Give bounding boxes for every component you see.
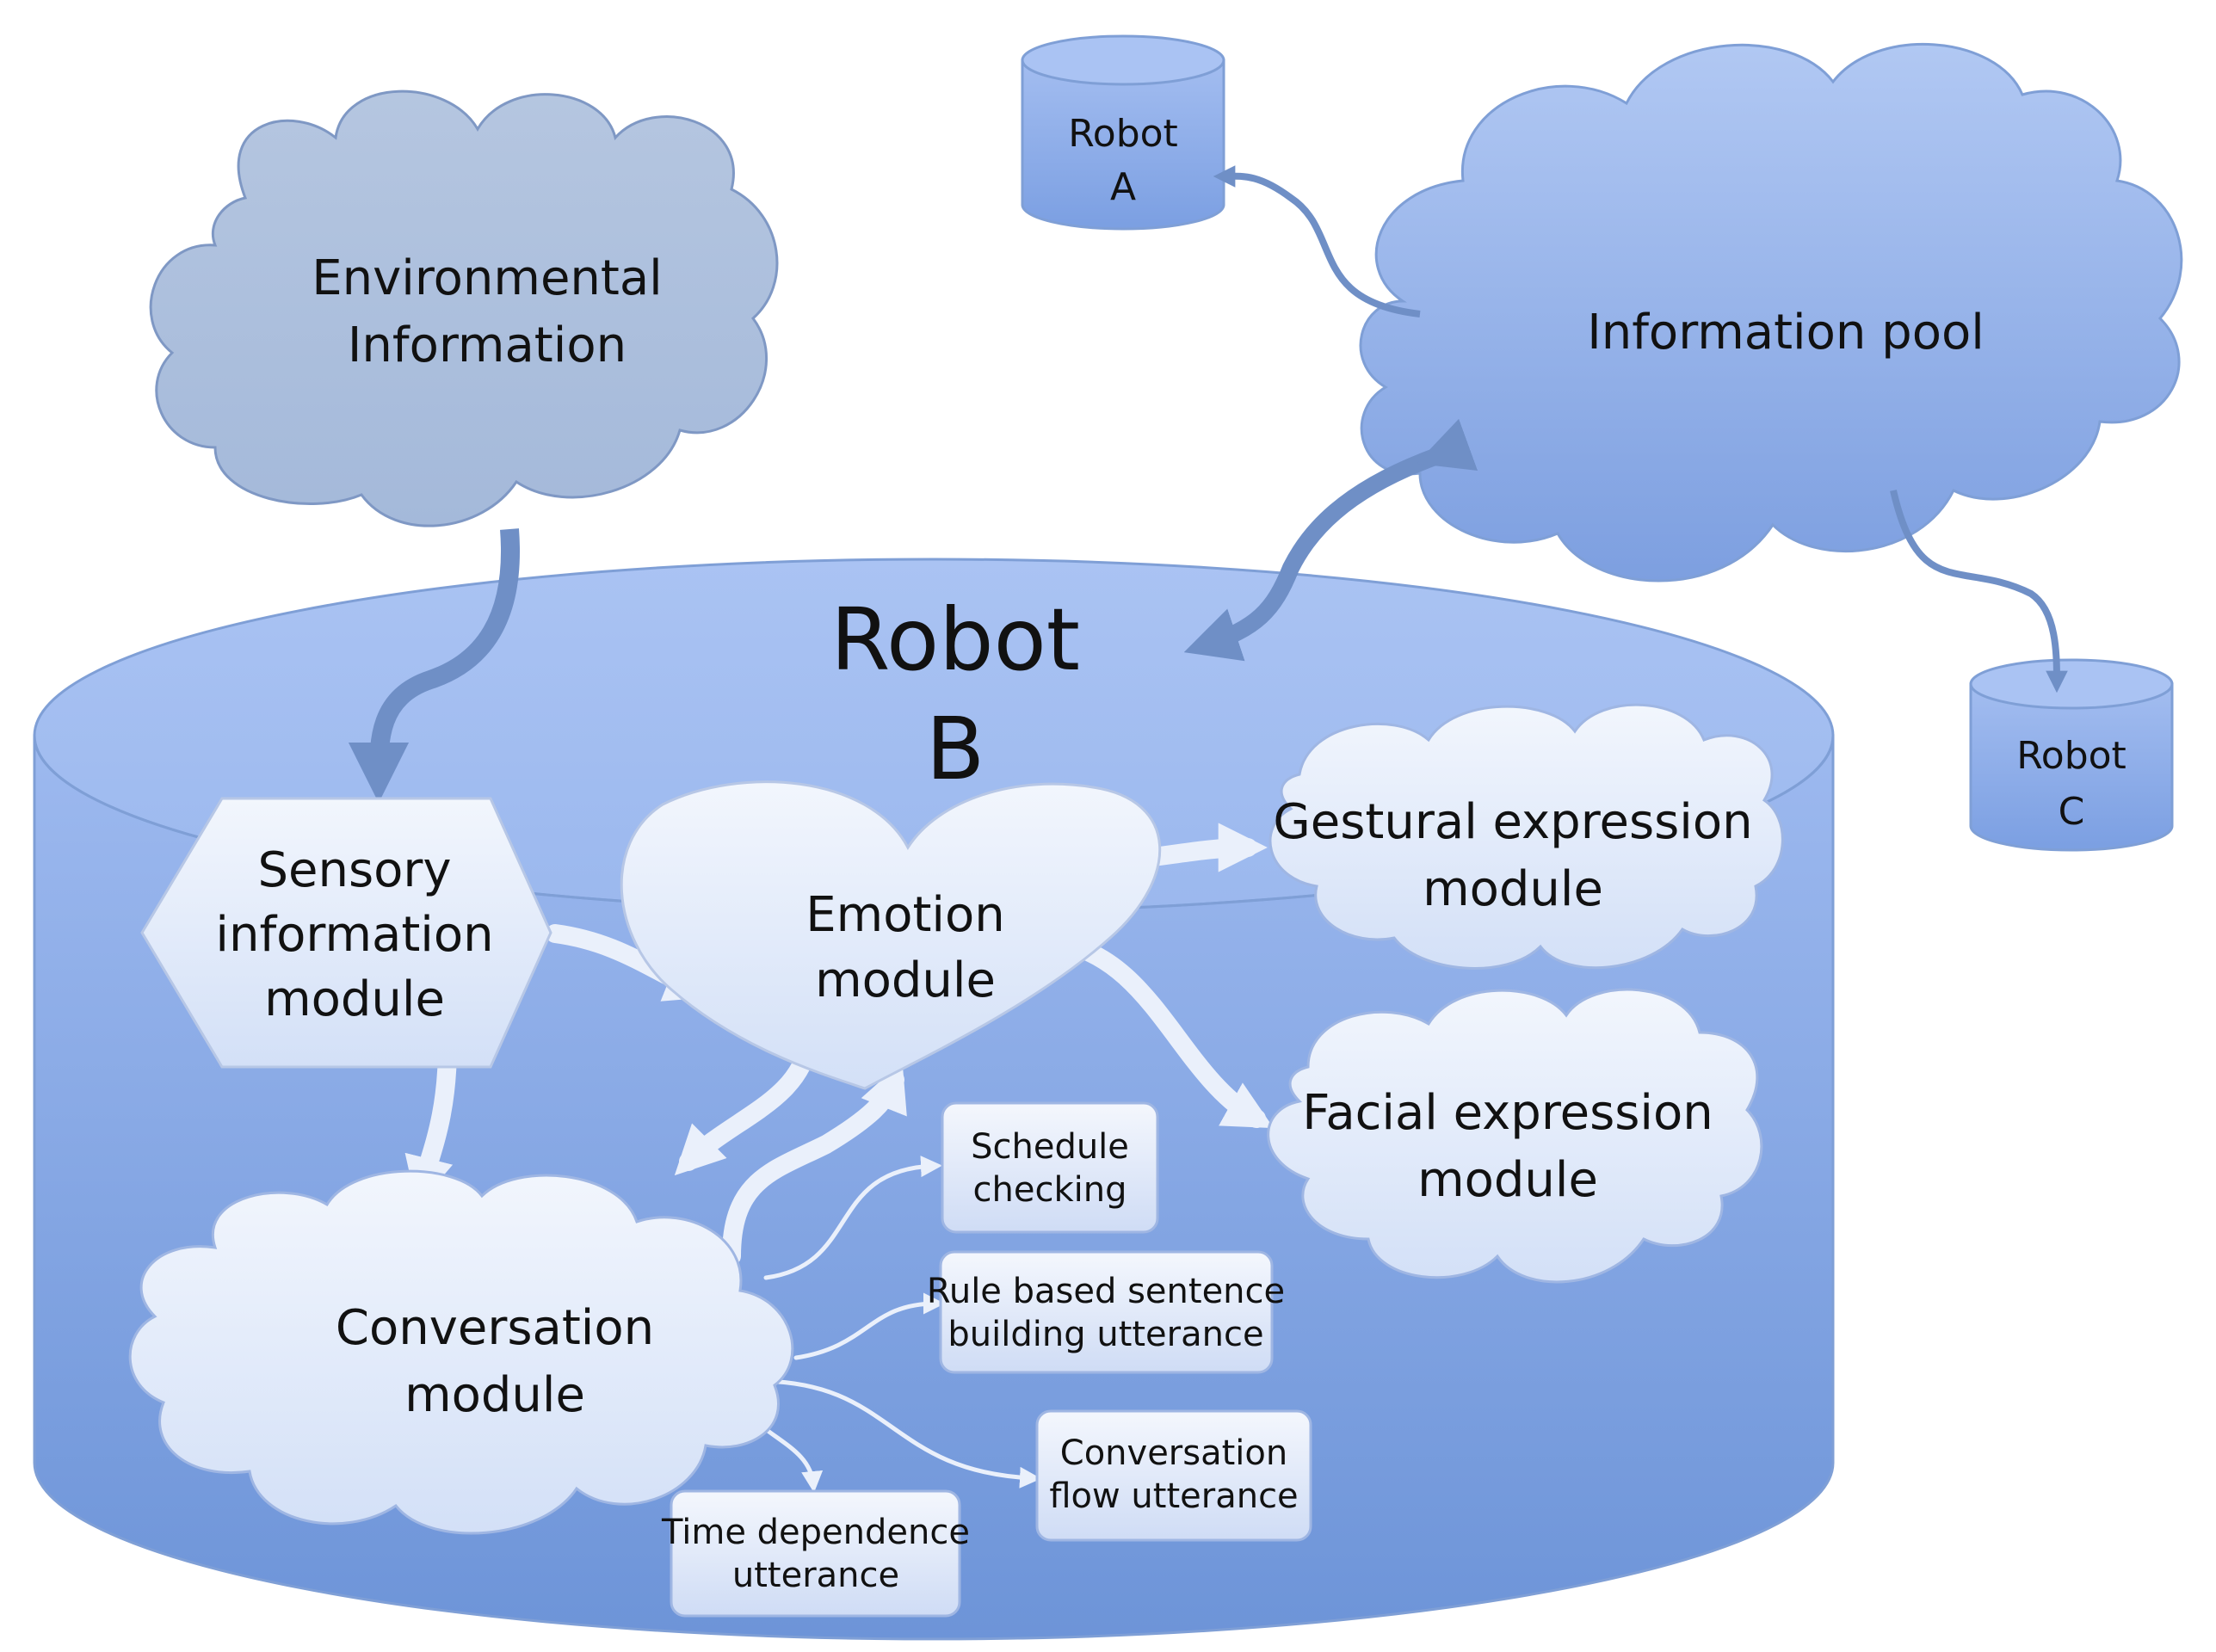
schedule-checking-box	[941, 1101, 1159, 1234]
information-pool-label: Information pool	[1587, 305, 1985, 361]
gestural-expression-module	[1268, 703, 1784, 970]
rule-based-label-line1: Rule based sentence	[927, 1272, 1285, 1311]
emotion-label-line2: module	[815, 952, 996, 1008]
arrow-conversation-to-rule-based	[793, 1292, 945, 1360]
gestural-label-line1: Gestural expression	[1273, 794, 1752, 850]
arrow-conversation-to-schedule	[763, 1156, 942, 1280]
sensory-information-module	[140, 797, 552, 1069]
information-pool-cloud	[1359, 42, 2183, 583]
time-dep-label-line2: utterance	[732, 1556, 899, 1595]
environmental-information-cloud	[149, 89, 779, 527]
rule-based-sentence-box	[939, 1250, 1274, 1374]
robot-c-label-line1: Robot	[2016, 734, 2126, 778]
arrow-environment-to-sensory	[348, 528, 520, 804]
sensory-label-line3: module	[264, 971, 445, 1027]
conv-flow-label-line2: flow utterance	[1049, 1476, 1298, 1516]
robot-c-label-line2: C	[2059, 790, 2085, 834]
robot-c-cylinder	[1969, 658, 2174, 852]
gestural-label-line2: module	[1423, 861, 1603, 917]
robot-b-label-line1: Robot	[830, 589, 1080, 690]
arrow-conversation-to-emotion	[722, 1061, 907, 1266]
rule-based-label-line2: building utterance	[948, 1315, 1263, 1354]
conv-flow-label-line1: Conversation	[1060, 1433, 1287, 1473]
conversation-flow-box	[1035, 1409, 1312, 1542]
robot-a-label-line1: Robot	[1068, 112, 1178, 156]
environmental-label-line1: Environmental	[312, 250, 662, 306]
sensory-label-line2: information	[215, 907, 493, 963]
conversation-label-line2: module	[404, 1367, 585, 1423]
robot-b-label-line2: B	[926, 699, 985, 799]
arrow-conversation-to-conv-flow	[755, 1378, 1041, 1489]
arrow-pool-to-robot-a	[1213, 165, 1421, 317]
emotion-module-heart	[620, 780, 1162, 1090]
arrow-pool-to-robot-c	[1890, 490, 2068, 693]
time-dependence-box	[670, 1489, 961, 1618]
robot-a-label-line2: A	[1110, 165, 1136, 209]
conversation-module	[128, 1169, 794, 1535]
arrow-pool-robot-b-bidirectional	[1183, 418, 1478, 662]
conversation-label-line1: Conversation	[336, 1300, 654, 1356]
facial-label-line1: Facial expression	[1302, 1085, 1713, 1141]
robot-a-cylinder	[1021, 34, 1225, 231]
schedule-label-line1: Schedule	[971, 1127, 1129, 1167]
emotion-label-line1: Emotion	[806, 887, 1004, 943]
time-dep-label-line1: Time dependence	[661, 1513, 970, 1552]
sensory-label-line1: Sensory	[257, 842, 451, 898]
schedule-label-line2: checking	[973, 1170, 1127, 1210]
facial-label-line2: module	[1417, 1152, 1598, 1208]
facial-expression-module	[1267, 988, 1763, 1284]
environmental-label-line2: Information	[348, 317, 627, 373]
